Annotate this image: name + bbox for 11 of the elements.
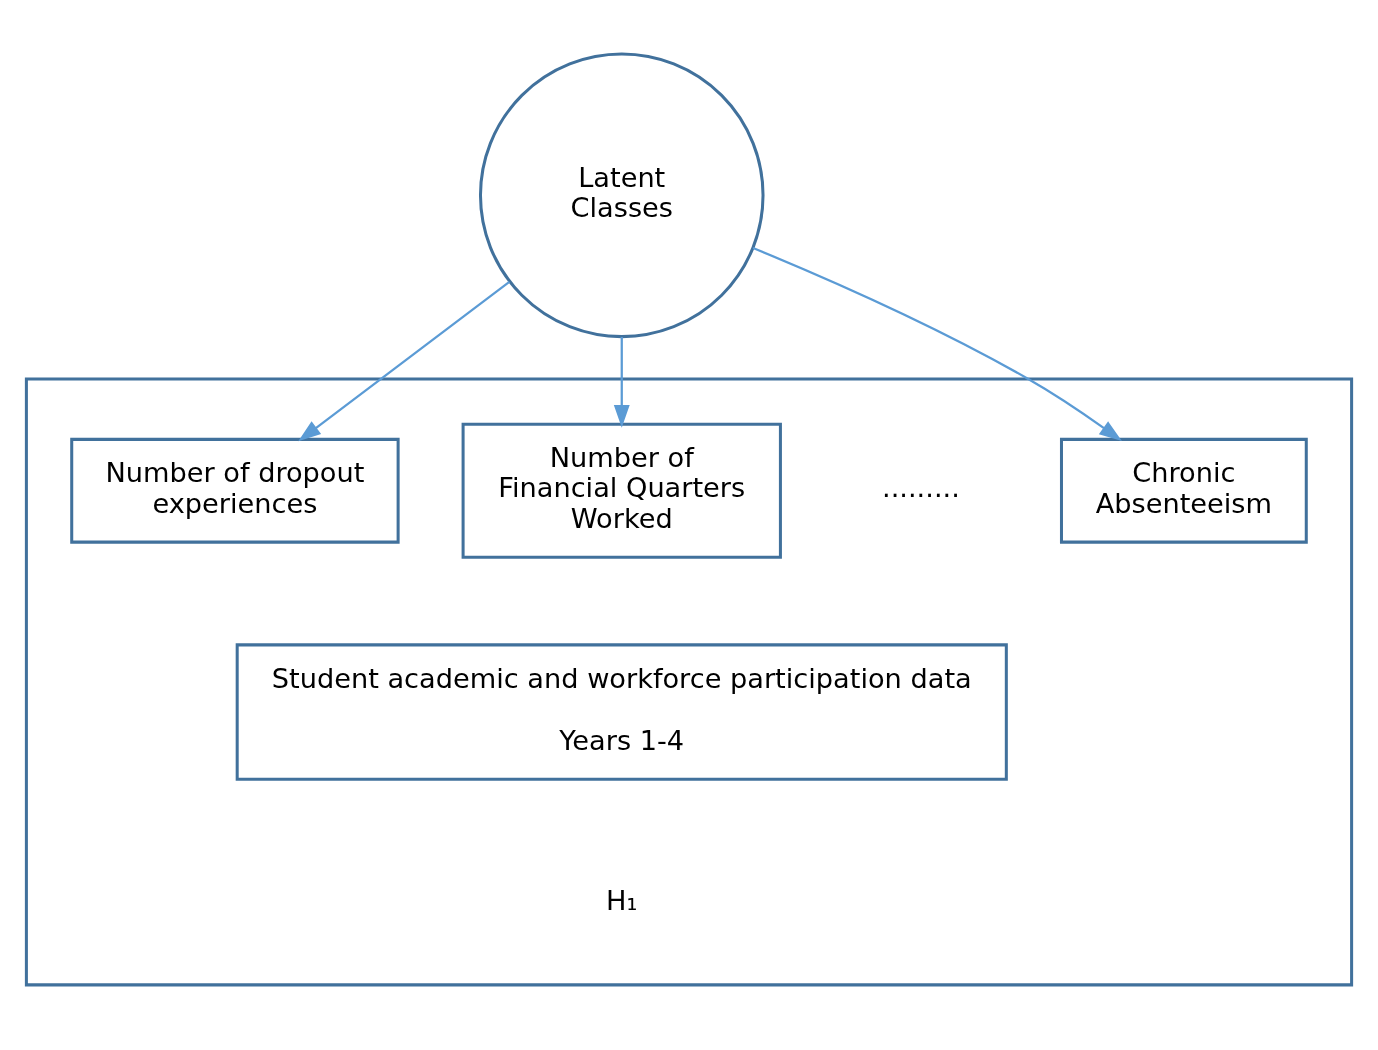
arrow (752, 246, 1122, 441)
arrow (613, 336, 630, 428)
label: H₁ (606, 884, 638, 916)
node-box: Chronic Absenteeism (1059, 437, 1308, 544)
node-circle: Latent Classes (478, 52, 765, 338)
arrow (298, 280, 511, 441)
cluster (24, 376, 1354, 986)
node-box: Number of dropout experiences (70, 437, 400, 544)
node-box: Number of Financial Quarters Worked (461, 422, 782, 559)
label: ......... (882, 471, 960, 503)
node-box: Student academic and workforce participation data Years 1-4 (235, 642, 1008, 781)
